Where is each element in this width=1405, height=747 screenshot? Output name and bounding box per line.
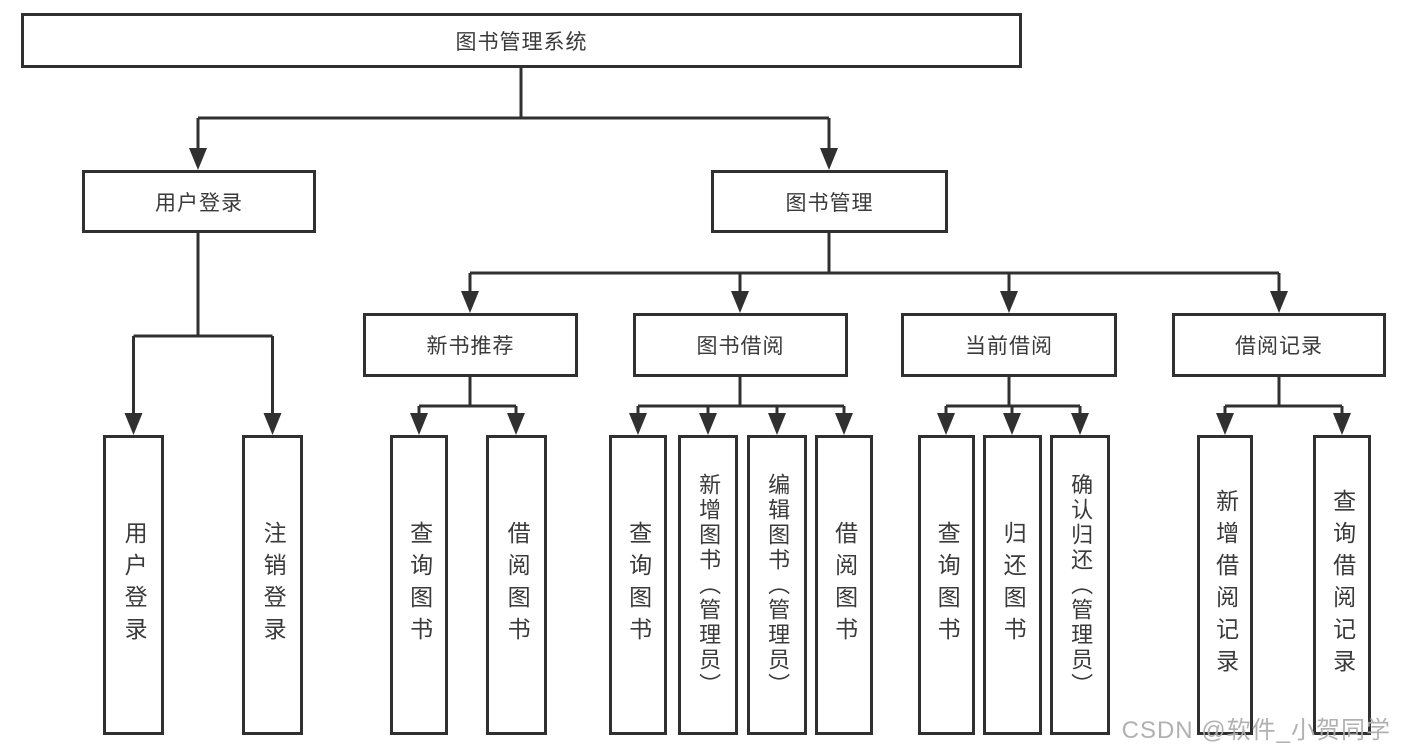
node-label: 确认归还（管理员） xyxy=(1068,472,1094,698)
node-new-book-recommend: 新书推荐 xyxy=(363,313,578,377)
node-book-management: 图书管理 xyxy=(711,170,948,233)
arrow-down-icon xyxy=(937,413,955,435)
connector-bookborrow-children xyxy=(636,377,846,421)
node-label: 图书管理 xyxy=(785,191,874,215)
arrow-down-icon xyxy=(835,413,853,435)
connector-userlogin-children xyxy=(132,233,274,421)
node-label: 用户登录 xyxy=(155,191,243,215)
node-label: 查询图书 xyxy=(406,521,433,649)
arrow-down-icon xyxy=(507,413,525,435)
leaf-user-login: 用户登录 xyxy=(103,435,164,735)
arrow-down-icon xyxy=(768,413,786,435)
leaf-newbook-borrow-book: 借阅图书 xyxy=(486,435,547,735)
connector-newbook-children xyxy=(417,377,518,421)
node-label: 借阅图书 xyxy=(504,521,531,649)
leaf-record-query-record: 查询借阅记录 xyxy=(1313,435,1371,735)
arrow-down-icon xyxy=(410,413,428,435)
leaf-current-query-book: 查询图书 xyxy=(918,435,975,735)
arrow-down-icon xyxy=(189,148,207,170)
arrow-down-icon xyxy=(263,413,282,435)
node-label: 编辑图书（管理员） xyxy=(765,472,791,698)
node-label: 查询借阅记录 xyxy=(1329,489,1356,681)
leaf-record-add-record: 新增借阅记录 xyxy=(1197,435,1253,735)
connector-currentborrow-children xyxy=(944,377,1082,421)
node-label: 图书管理系统 xyxy=(455,30,588,54)
leaf-newbook-query-book: 查询图书 xyxy=(390,435,448,735)
node-user-login: 用户登录 xyxy=(82,170,316,233)
leaf-logout: 注销登录 xyxy=(242,435,303,735)
node-label: 新书推荐 xyxy=(426,335,515,358)
connector-bookmgmt-level3 xyxy=(468,233,1281,299)
arrow-down-icon xyxy=(1003,413,1021,435)
connector-root-to-level2 xyxy=(196,68,831,156)
node-label: 图书借阅 xyxy=(696,335,785,358)
arrow-down-icon xyxy=(629,413,647,435)
leaf-borrow-borrow-book: 借阅图书 xyxy=(815,435,873,735)
leaf-current-confirm-return-admin: 确认归还（管理员） xyxy=(1050,435,1110,735)
arrow-down-icon xyxy=(461,291,479,313)
node-label: 借阅记录 xyxy=(1235,335,1323,358)
arrow-down-icon xyxy=(699,413,717,435)
arrow-down-icon xyxy=(1071,413,1089,435)
node-book-borrow: 图书借阅 xyxy=(633,313,848,377)
leaf-borrow-query-book: 查询图书 xyxy=(609,435,667,735)
arrow-down-icon xyxy=(820,148,838,170)
csdn-watermark: CSDN @软件_小贺同学 xyxy=(1121,717,1391,744)
node-label: 新增借阅记录 xyxy=(1212,489,1239,681)
node-label: 注销登录 xyxy=(260,521,287,649)
node-label: 用户登录 xyxy=(121,521,148,649)
leaf-current-return-book: 归还图书 xyxy=(983,435,1042,735)
node-label: 归还图书 xyxy=(1000,521,1027,649)
node-label: 查询图书 xyxy=(625,521,652,649)
node-label: 当前借阅 xyxy=(965,335,1053,358)
leaf-borrow-add-book-admin: 新增图书（管理员） xyxy=(678,435,738,735)
arrow-down-icon xyxy=(124,413,143,435)
node-system-root: 图书管理系统 xyxy=(21,13,1022,68)
node-label: 借阅图书 xyxy=(831,521,858,649)
arrow-down-icon xyxy=(1000,291,1018,313)
arrow-down-icon xyxy=(1333,413,1351,435)
node-borrow-record: 借阅记录 xyxy=(1172,313,1386,377)
node-label: 新增图书（管理员） xyxy=(696,472,722,698)
node-label: 查询图书 xyxy=(934,521,961,649)
arrow-down-icon xyxy=(1216,413,1234,435)
connector-borrowrecord-children xyxy=(1223,377,1344,421)
node-current-borrow: 当前借阅 xyxy=(901,313,1117,377)
leaf-borrow-edit-book-admin: 编辑图书（管理员） xyxy=(747,435,807,735)
arrow-down-icon xyxy=(1270,291,1288,313)
arrow-down-icon xyxy=(731,291,749,313)
